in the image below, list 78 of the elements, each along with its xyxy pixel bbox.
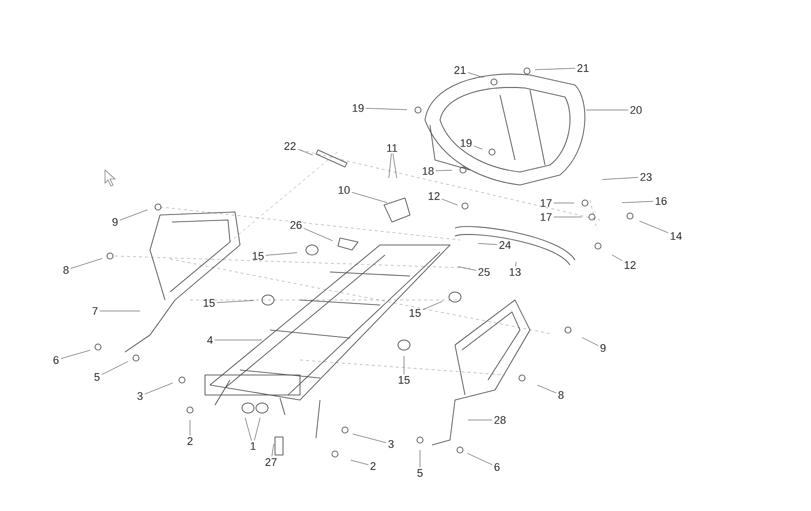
leader-line (352, 192, 388, 203)
leader-line (352, 434, 386, 443)
leader-line (304, 228, 333, 242)
callout-number: 27 (265, 458, 277, 466)
callout-number: 25 (478, 268, 490, 276)
callout-number: 12 (624, 261, 636, 269)
callout-number: 15 (398, 376, 410, 384)
callout-number: 4 (207, 336, 213, 344)
callout-number: 23 (640, 173, 652, 181)
leader-line (266, 252, 298, 256)
callout-number: 7 (92, 307, 98, 315)
callout-number: 8 (558, 391, 564, 399)
leader-line (468, 72, 484, 78)
callout-number: 21 (454, 66, 466, 74)
leader-line (515, 262, 516, 267)
callout-number: 3 (137, 392, 143, 400)
leader-line (436, 170, 452, 171)
leader-line (554, 202, 574, 204)
leader-line (60, 350, 91, 359)
leader-line (534, 68, 576, 70)
callout-number: 9 (112, 218, 118, 226)
leader-line (244, 417, 252, 441)
leader-line (422, 300, 443, 310)
callout-number: 17 (540, 199, 552, 207)
leader-line (442, 198, 458, 206)
leader-line (120, 210, 148, 220)
callout-number: 3 (388, 440, 394, 448)
callout-number: 18 (422, 167, 434, 175)
leader-line (254, 418, 260, 441)
leader-line (70, 258, 103, 269)
callout-number: 5 (417, 469, 423, 477)
callout-number: 8 (63, 266, 69, 274)
leader-line (350, 460, 368, 465)
callout-number: 15 (410, 309, 421, 317)
callout-number: 14 (670, 232, 682, 240)
leader-line (554, 216, 582, 218)
leader-line (388, 153, 392, 178)
callout-number: 19 (460, 139, 472, 147)
callout-number: 2 (370, 462, 376, 470)
leader-line (272, 444, 274, 457)
callout-number: 15 (204, 299, 215, 307)
leader-line (144, 382, 173, 394)
leader-line (392, 153, 398, 178)
callout-number: 24 (499, 241, 511, 249)
callout-number: 9 (600, 344, 606, 352)
callout-number: 10 (338, 186, 350, 194)
callout-number: 13 (510, 268, 521, 276)
leader-line (582, 337, 598, 346)
leader-line (216, 300, 254, 303)
callout-number: 2 (188, 437, 193, 445)
leader-line (612, 254, 622, 261)
callout-number: 12 (428, 192, 440, 200)
leader-line (622, 201, 654, 203)
callout-number: 6 (54, 356, 59, 364)
callout-number: 28 (494, 416, 506, 424)
callout-number: 1 (250, 442, 256, 450)
leader-line (366, 108, 408, 110)
callout-number: 21 (577, 64, 589, 72)
leader-line (478, 243, 498, 245)
callout-number: 19 (352, 104, 364, 112)
callout-number: 20 (630, 106, 642, 114)
callout-number: 17 (540, 213, 552, 221)
leader-line (602, 177, 638, 180)
callout-number: 11 (387, 144, 398, 152)
callout-number: 6 (494, 463, 500, 471)
callout-number: 22 (284, 142, 296, 150)
leader-line (458, 266, 476, 271)
leader-line (537, 384, 556, 394)
callout-number: 15 (252, 252, 264, 260)
callout-number: 26 (290, 221, 302, 229)
leader-line (467, 453, 492, 466)
leader-line (639, 220, 668, 234)
leader-line (298, 148, 313, 156)
leader-line (102, 361, 128, 375)
callout-number: 5 (94, 373, 100, 381)
callout-number: 16 (656, 197, 667, 205)
leader-line (474, 146, 483, 150)
leader-line (100, 310, 140, 312)
